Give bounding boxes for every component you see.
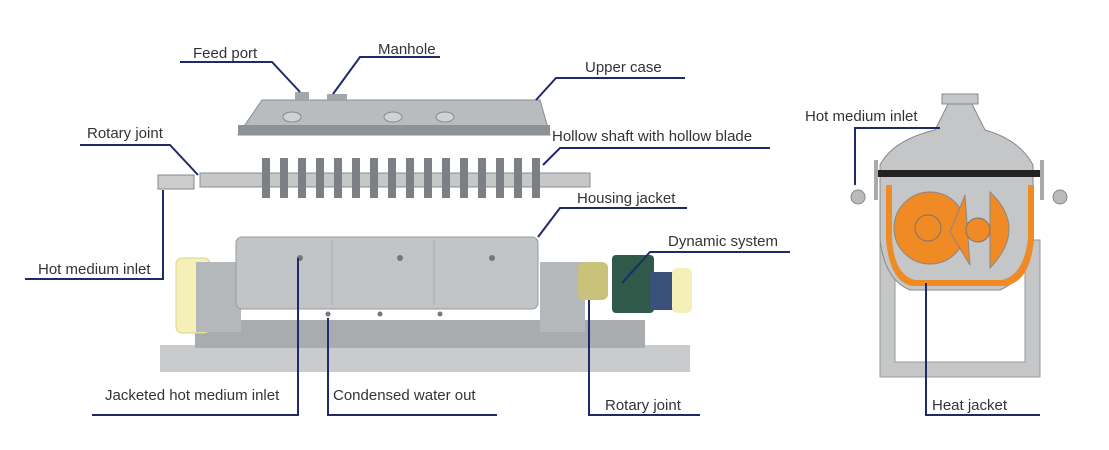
leader-lines: [25, 56, 1040, 416]
label-feed-port: Feed port: [193, 45, 258, 62]
upper-case: [237, 92, 551, 136]
heat-jacket-shape: [886, 185, 1034, 286]
hollow-shaft: [157, 158, 591, 198]
label-hot-medium-inlet-right: Hot medium inlet: [805, 108, 918, 125]
label-jacketed-inlet: Jacketed hot medium inlet: [105, 387, 280, 404]
motor: [612, 255, 654, 313]
label-condensed-water: Condensed water out: [333, 387, 476, 404]
label-rotary-joint-top: Rotary joint: [87, 125, 164, 142]
cross-section: [850, 93, 1068, 378]
label-housing-jacket: Housing jacket: [577, 190, 676, 207]
label-dynamic-system: Dynamic system: [668, 233, 778, 250]
label-hollow-shaft: Hollow shaft with hollow blade: [552, 128, 752, 145]
label-heat-jacket: Heat jacket: [932, 397, 1008, 414]
label-hot-medium-inlet-left: Hot medium inlet: [38, 261, 151, 278]
rotary-joint-part: [157, 174, 195, 190]
label-upper-case: Upper case: [585, 59, 662, 76]
label-manhole: Manhole: [378, 41, 436, 58]
housing: [160, 236, 692, 372]
label-rotary-joint-bottom: Rotary joint: [605, 397, 682, 414]
